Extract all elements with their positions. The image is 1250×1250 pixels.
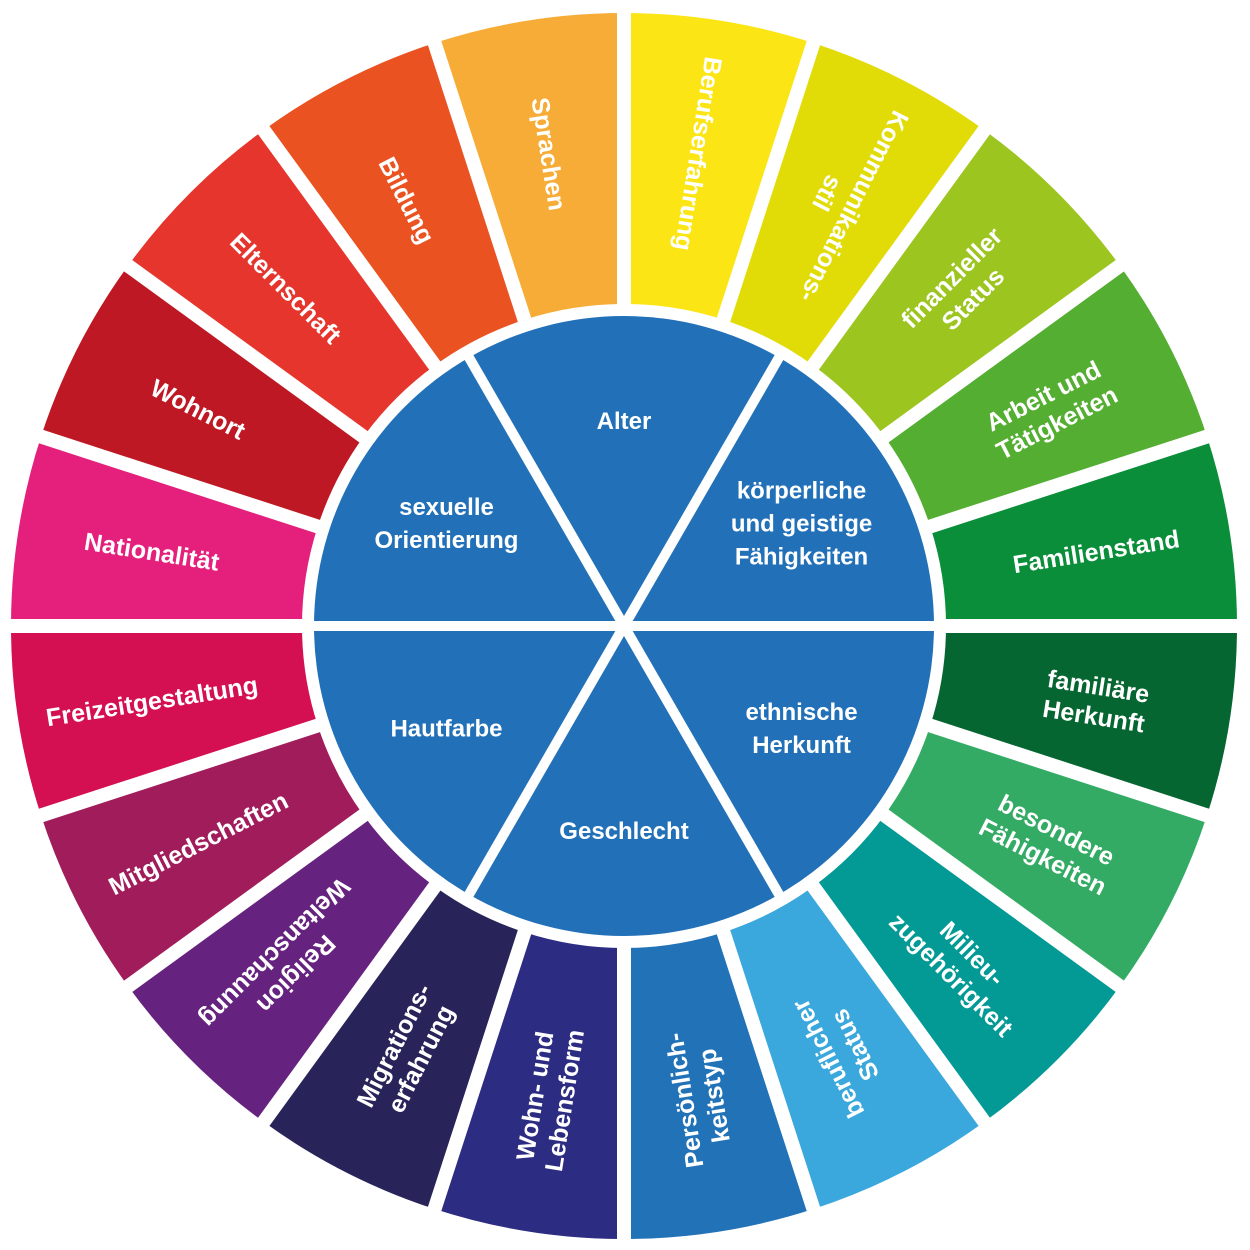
label-line: Alter bbox=[597, 408, 652, 435]
inner-segment-alter bbox=[469, 315, 779, 626]
inner-label-geschlecht: Geschlecht bbox=[559, 818, 688, 845]
label-line: körperliche bbox=[737, 478, 866, 505]
outer-divider bbox=[878, 808, 1128, 995]
outer-ring bbox=[11, 13, 1237, 1239]
segment-familiaere-herkunft bbox=[930, 626, 1237, 816]
outer-divider bbox=[120, 257, 370, 444]
outer-divider bbox=[716, 37, 822, 324]
segment-nationalitaet bbox=[11, 436, 318, 626]
label-line: Orientierung bbox=[374, 527, 518, 554]
label-line: sexuelle bbox=[399, 494, 494, 521]
segment-berufserfahrung bbox=[624, 13, 814, 320]
inner-circle bbox=[314, 315, 934, 936]
outer-divider bbox=[255, 880, 442, 1130]
inner-segment-ethnische-herkunft bbox=[624, 626, 934, 895]
inner-divider bbox=[463, 353, 629, 629]
inner-divider bbox=[619, 623, 785, 899]
inner-label-alter: Alter bbox=[597, 408, 652, 435]
segment-freizeitgestaltung bbox=[11, 626, 318, 816]
segment-wohn-und-lebensform bbox=[434, 932, 624, 1239]
label-line: Herkunft bbox=[752, 732, 851, 759]
segment-finanzieller-status bbox=[813, 130, 1120, 437]
outer-divider bbox=[426, 928, 532, 1215]
outer-divider bbox=[120, 808, 370, 995]
segment-gaps bbox=[7, 9, 1241, 1243]
outer-divider bbox=[878, 257, 1128, 444]
outer-divider bbox=[255, 122, 442, 372]
outer-divider bbox=[806, 122, 993, 372]
outer-divider bbox=[716, 928, 822, 1215]
label-line: Hautfarbe bbox=[390, 716, 502, 743]
outer-divider bbox=[426, 37, 532, 324]
outer-divider bbox=[35, 718, 322, 824]
label-line: ethnische bbox=[746, 699, 858, 726]
segment-milieu-zugehoerigkeit bbox=[813, 815, 1120, 1122]
outer-divider bbox=[35, 428, 322, 534]
label-line: und geistige bbox=[731, 511, 872, 538]
label-line: Geschlecht bbox=[559, 818, 688, 845]
segment-elternschaft bbox=[128, 130, 435, 437]
outer-divider bbox=[926, 718, 1213, 824]
inner-divider bbox=[463, 623, 629, 899]
outer-divider bbox=[806, 880, 993, 1130]
label-line: Fähigkeiten bbox=[735, 544, 868, 571]
segment-familienstand bbox=[930, 436, 1237, 626]
segment-persoenlich-keitstyp bbox=[624, 932, 814, 1239]
inner-divider bbox=[619, 353, 785, 629]
segment-religion-weltanschauung bbox=[128, 815, 435, 1122]
segment-sprachen bbox=[434, 13, 624, 320]
inner-label-hautfarbe: Hautfarbe bbox=[390, 716, 502, 743]
inner-segment-koerperliche-und-geistige-faehigkeiten bbox=[624, 357, 934, 626]
outer-divider bbox=[926, 428, 1213, 534]
inner-segment-sexuelle-orientierung bbox=[314, 357, 624, 626]
inner-segment-geschlecht bbox=[469, 626, 779, 936]
inner-segment-hautfarbe bbox=[314, 626, 624, 895]
